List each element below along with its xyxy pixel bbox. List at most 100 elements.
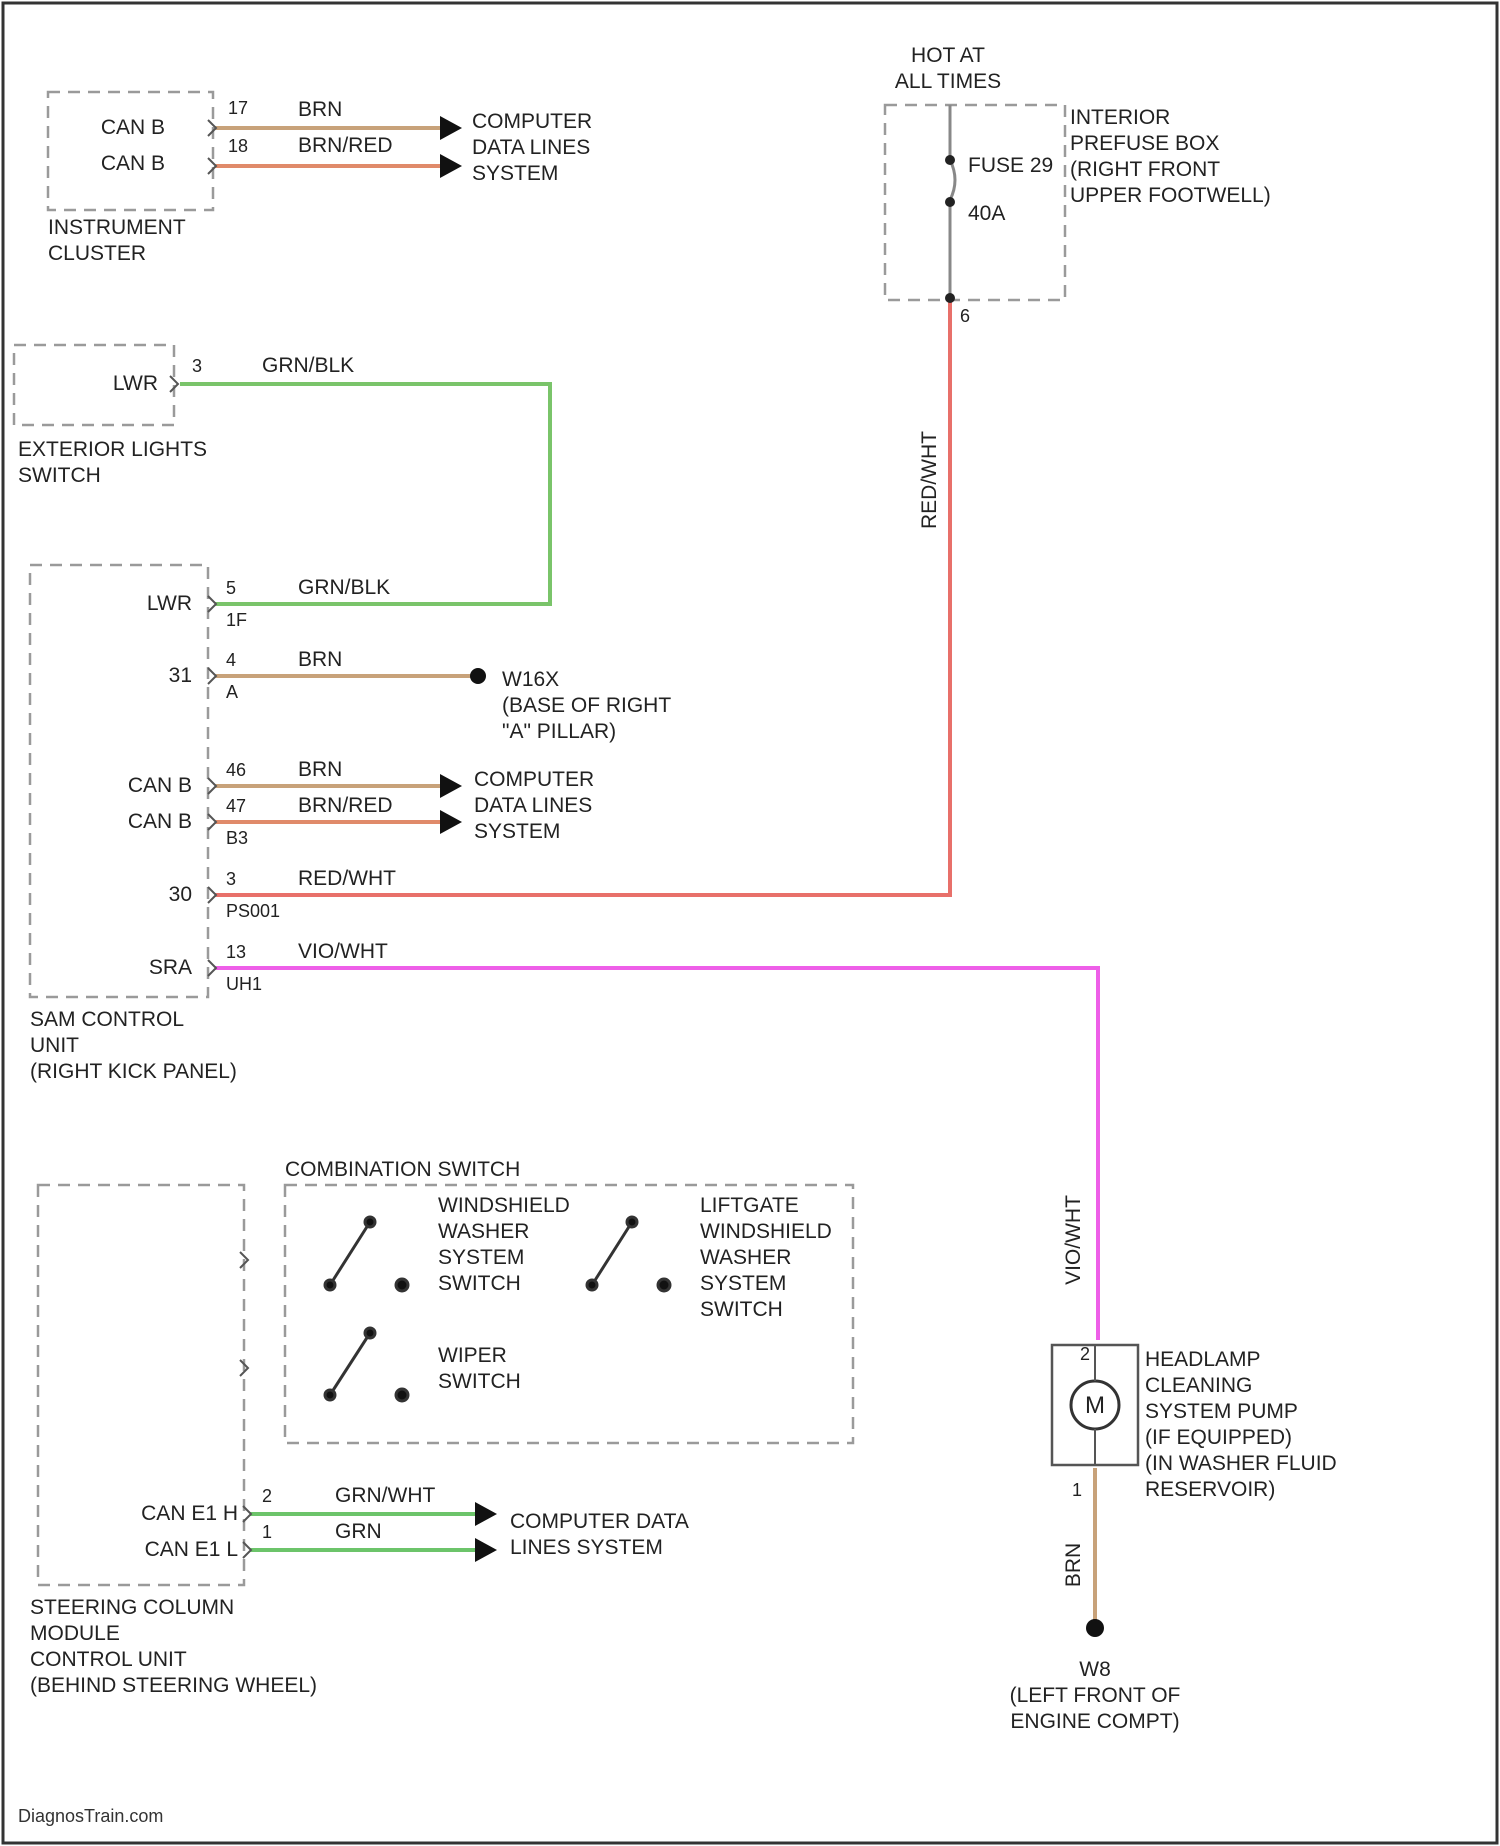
steering-pin-num: 1 <box>262 1522 272 1542</box>
sam-dest-line: COMPUTER <box>474 768 594 791</box>
sam-title: SAM CONTROL UNIT (RIGHT KICK PANEL) <box>30 1008 237 1083</box>
ext-title-line: EXTERIOR LIGHTS <box>18 438 207 461</box>
sam-pin-sub: A <box>226 682 238 702</box>
brn-vertical-label: BRN <box>1062 1543 1085 1587</box>
arrow-icon <box>440 116 462 140</box>
prefuse-title-line: (RIGHT FRONT <box>1070 158 1220 181</box>
hot-label-line2: ALL TIMES <box>895 70 1001 93</box>
steering-wire-label: GRN/WHT <box>335 1484 435 1507</box>
ext-switch-pin-name: LWR <box>113 372 158 395</box>
pump-pin-bottom: 1 <box>1072 1480 1082 1500</box>
pump-title-line: SYSTEM PUMP <box>1145 1400 1298 1423</box>
sam-title-line: SAM CONTROL <box>30 1008 184 1031</box>
ext-title-line: SWITCH <box>18 464 101 487</box>
washer-label-line: SWITCH <box>438 1272 521 1295</box>
pump-title-line: RESERVOIR) <box>1145 1478 1275 1501</box>
sam-pin-num: 4 <box>226 650 236 670</box>
liftgate-label-line: LIFTGATE <box>700 1194 799 1217</box>
pump-title-line: (IN WASHER FLUID <box>1145 1452 1337 1475</box>
wiper-switch-label: WIPER SWITCH <box>438 1344 521 1393</box>
sam-pin-num: 5 <box>226 578 236 598</box>
fuse-pin-label: 6 <box>960 306 970 326</box>
pump-motor-icon: M <box>1052 1345 1138 1465</box>
hot-label-line1: HOT AT <box>911 44 985 67</box>
liftgate-label-line: SYSTEM <box>700 1272 786 1295</box>
steering-dest-label: COMPUTER DATA LINES SYSTEM <box>510 1510 689 1559</box>
sam-pin-sub: PS001 <box>226 901 280 921</box>
cluster-wire-label: BRN/RED <box>298 134 393 157</box>
sam-wire-label: GRN/BLK <box>298 576 390 599</box>
steering-title-line: CONTROL UNIT <box>30 1648 187 1671</box>
sam-wire-label: BRN <box>298 648 342 671</box>
steering-pin-num: 2 <box>262 1486 272 1506</box>
sam-pin-num: 46 <box>226 760 246 780</box>
washer-label-line: WINDSHIELD <box>438 1194 570 1217</box>
washer-label-line: WASHER <box>438 1220 529 1243</box>
prefuse-title: INTERIOR PREFUSE BOX (RIGHT FRONT UPPER FOO… <box>1070 106 1271 207</box>
ground-icon <box>1086 1619 1104 1637</box>
pump-title-line: CLEANING <box>1145 1374 1252 1397</box>
sam-pin-num: 13 <box>226 942 246 962</box>
sam-dest-label: COMPUTER DATA LINES SYSTEM <box>474 768 594 843</box>
pump-ground-line: W8 <box>1079 1658 1111 1681</box>
cluster-dest-line: DATA LINES <box>472 136 590 159</box>
steering-dest-line: LINES SYSTEM <box>510 1536 663 1559</box>
sam-title-line: (RIGHT KICK PANEL) <box>30 1060 237 1083</box>
sam-pin-num: 3 <box>226 869 236 889</box>
sam-wire-label: BRN <box>298 758 342 781</box>
footer-watermark: DiagnosTrain.com <box>18 1806 163 1826</box>
pump-pin-top: 2 <box>1080 1344 1090 1364</box>
steering-module-box <box>38 1185 244 1585</box>
prefuse-title-line: PREFUSE BOX <box>1070 132 1219 155</box>
cluster-dest-line: SYSTEM <box>472 162 558 185</box>
sam-pin-name: CAN B <box>128 810 192 833</box>
wiper-label-line: WIPER <box>438 1344 507 1367</box>
sam-dest-line: SYSTEM <box>474 820 560 843</box>
arrow-icon <box>440 810 462 834</box>
sam-pin-num: 47 <box>226 796 246 816</box>
arrow-icon <box>440 154 462 178</box>
liftgate-label-line: WINDSHIELD <box>700 1220 832 1243</box>
pump-title-line: HEADLAMP <box>1145 1348 1261 1371</box>
liftgate-switch-icon <box>587 1217 670 1291</box>
liftgate-switch-label: LIFTGATEWINDSHIELDWASHERSYSTEMSWITCH <box>700 1194 832 1321</box>
viowht-vertical-label: VIO/WHT <box>1062 1195 1085 1285</box>
sam-dest-line: DATA LINES <box>474 794 592 817</box>
sam-wire-label: VIO/WHT <box>298 940 388 963</box>
ext-switch-wire-label: GRN/BLK <box>262 354 354 377</box>
cluster-pin-name: CAN B <box>101 116 165 139</box>
ext-switch-pin-num: 3 <box>192 356 202 376</box>
arrow-icon <box>475 1502 497 1526</box>
sam-pin-sub: 1F <box>226 610 247 630</box>
cluster-title-line: INSTRUMENT <box>48 216 186 239</box>
pump-ground-line: (LEFT FRONT OF <box>1010 1684 1181 1707</box>
ground-icon <box>470 668 486 684</box>
steering-dest-line: COMPUTER DATA <box>510 1510 689 1533</box>
steering-title: STEERING COLUMNMODULECONTROL UNIT(BEHIND… <box>30 1596 317 1697</box>
cluster-pin-num: 18 <box>228 136 248 156</box>
wiper-label-line: SWITCH <box>438 1370 521 1393</box>
sam-wire-label: RED/WHT <box>298 867 396 890</box>
ext-switch-title: EXTERIOR LIGHTS SWITCH <box>18 438 207 487</box>
sam-title-line: UNIT <box>30 1034 79 1057</box>
prefuse-title-line: INTERIOR <box>1070 106 1170 129</box>
sam-ground-line: (BASE OF RIGHT <box>502 694 671 717</box>
prefuse-title-line: UPPER FOOTWELL) <box>1070 184 1271 207</box>
steering-title-line: MODULE <box>30 1622 120 1645</box>
washer-label-line: SYSTEM <box>438 1246 524 1269</box>
wiper-switch-icon <box>325 1328 408 1401</box>
sam-ground-line: W16X <box>502 668 559 691</box>
wire-grnblk <box>180 384 550 604</box>
washer-switch-icon <box>325 1217 408 1291</box>
redwht-vertical-label: RED/WHT <box>918 431 941 529</box>
steering-title-line: STEERING COLUMN <box>30 1596 234 1619</box>
fuse-label: FUSE 29 <box>968 154 1053 177</box>
diagram-frame <box>3 3 1497 1843</box>
combination-switch-title: COMBINATION SWITCH <box>285 1158 520 1181</box>
